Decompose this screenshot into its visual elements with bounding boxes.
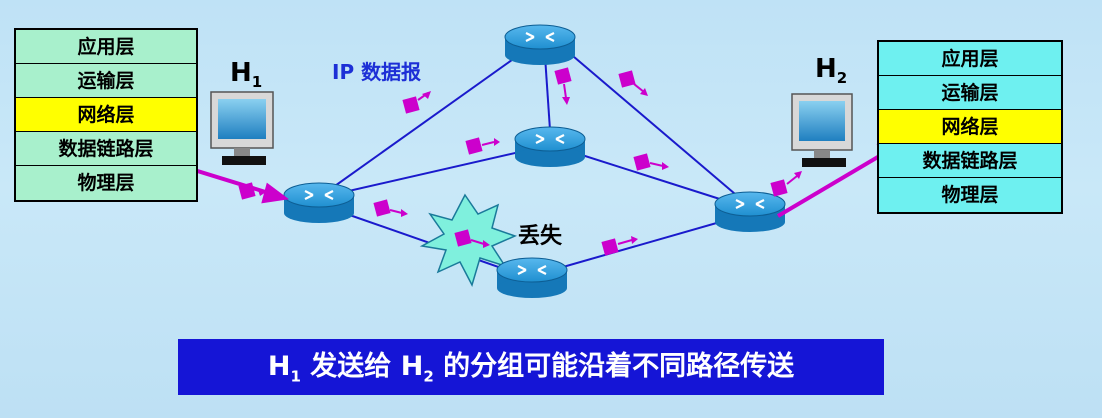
- caption-sub1: 1: [290, 367, 301, 386]
- host-h1-sub: 1: [251, 73, 263, 92]
- caption-h2: H: [400, 351, 424, 382]
- stack-h2-layer-transport: 运输层: [879, 76, 1061, 110]
- packet-icon: [454, 229, 490, 248]
- caption-mid: 发送给: [300, 351, 401, 382]
- caption-h1: H: [267, 351, 291, 382]
- router-icon-top: [504, 24, 576, 65]
- computer-icon-h1: [210, 91, 274, 165]
- host-h2-letter: H: [815, 54, 837, 84]
- stack-h2-layer-network: 网络层: [879, 110, 1061, 144]
- caption-banner: H1 发送给 H2 的分组可能沿着不同路径传送: [178, 339, 884, 395]
- router-icon-r2: [714, 191, 786, 232]
- computer-icon-h2: [791, 93, 853, 167]
- packet-icon: [554, 67, 572, 105]
- packet-icon: [618, 70, 648, 96]
- stack-h1-layer-network: 网络层: [16, 98, 196, 132]
- router-icon-mid: [514, 126, 586, 167]
- stack-h1-layer-datalink: 数据链路层: [16, 132, 196, 166]
- stack-h1-layer-physical: 物理层: [77, 172, 135, 194]
- host-label-h2: H2: [815, 54, 847, 87]
- stack-h1-layer-transport: 运输层: [16, 64, 196, 98]
- host-label-h1: H1: [230, 58, 262, 91]
- lost-label: 丢失: [518, 224, 563, 249]
- link-top-mid: [544, 55, 551, 131]
- packet-icon: [465, 137, 500, 155]
- router-icon-r1: [283, 182, 355, 223]
- link-mid-r2: [559, 147, 749, 209]
- link-r1-mid: [317, 144, 551, 199]
- link-r1-top: [317, 39, 541, 199]
- stack-h2-layer-application: 应用层: [879, 42, 1061, 76]
- packet-icon: [770, 171, 802, 197]
- caption-tail: 的分组可能沿着不同路径传送: [433, 351, 795, 382]
- packet-icon: [402, 91, 431, 114]
- link-top-r2: [559, 44, 749, 206]
- stack-h1-layer-application: 应用层: [16, 30, 196, 64]
- links: [317, 39, 749, 279]
- link-r1-bot: [317, 203, 531, 279]
- stack-h2-layer-datalink: 数据链路层: [879, 144, 1061, 178]
- packet-icon: [601, 236, 638, 256]
- packet-icon: [238, 182, 266, 200]
- router-icon-bot: [496, 257, 568, 298]
- caption-sub2: 2: [423, 367, 434, 386]
- ip-datagram-label: IP 数据报: [332, 60, 422, 84]
- host-h1-letter: H: [230, 58, 252, 88]
- protocol-stack-h1: 应用层 运输层 网络层 数据链路层 物理层: [14, 28, 198, 202]
- stack-h2-layer-physical: 物理层: [941, 184, 999, 206]
- packet-icon: [633, 153, 669, 171]
- protocol-stack-h2: 应用层 运输层 网络层 数据链路层 物理层: [877, 40, 1063, 214]
- link-bot-r2: [534, 213, 749, 276]
- packets: [238, 67, 802, 256]
- packet-icon: [373, 199, 408, 217]
- host-h2-sub: 2: [836, 69, 848, 88]
